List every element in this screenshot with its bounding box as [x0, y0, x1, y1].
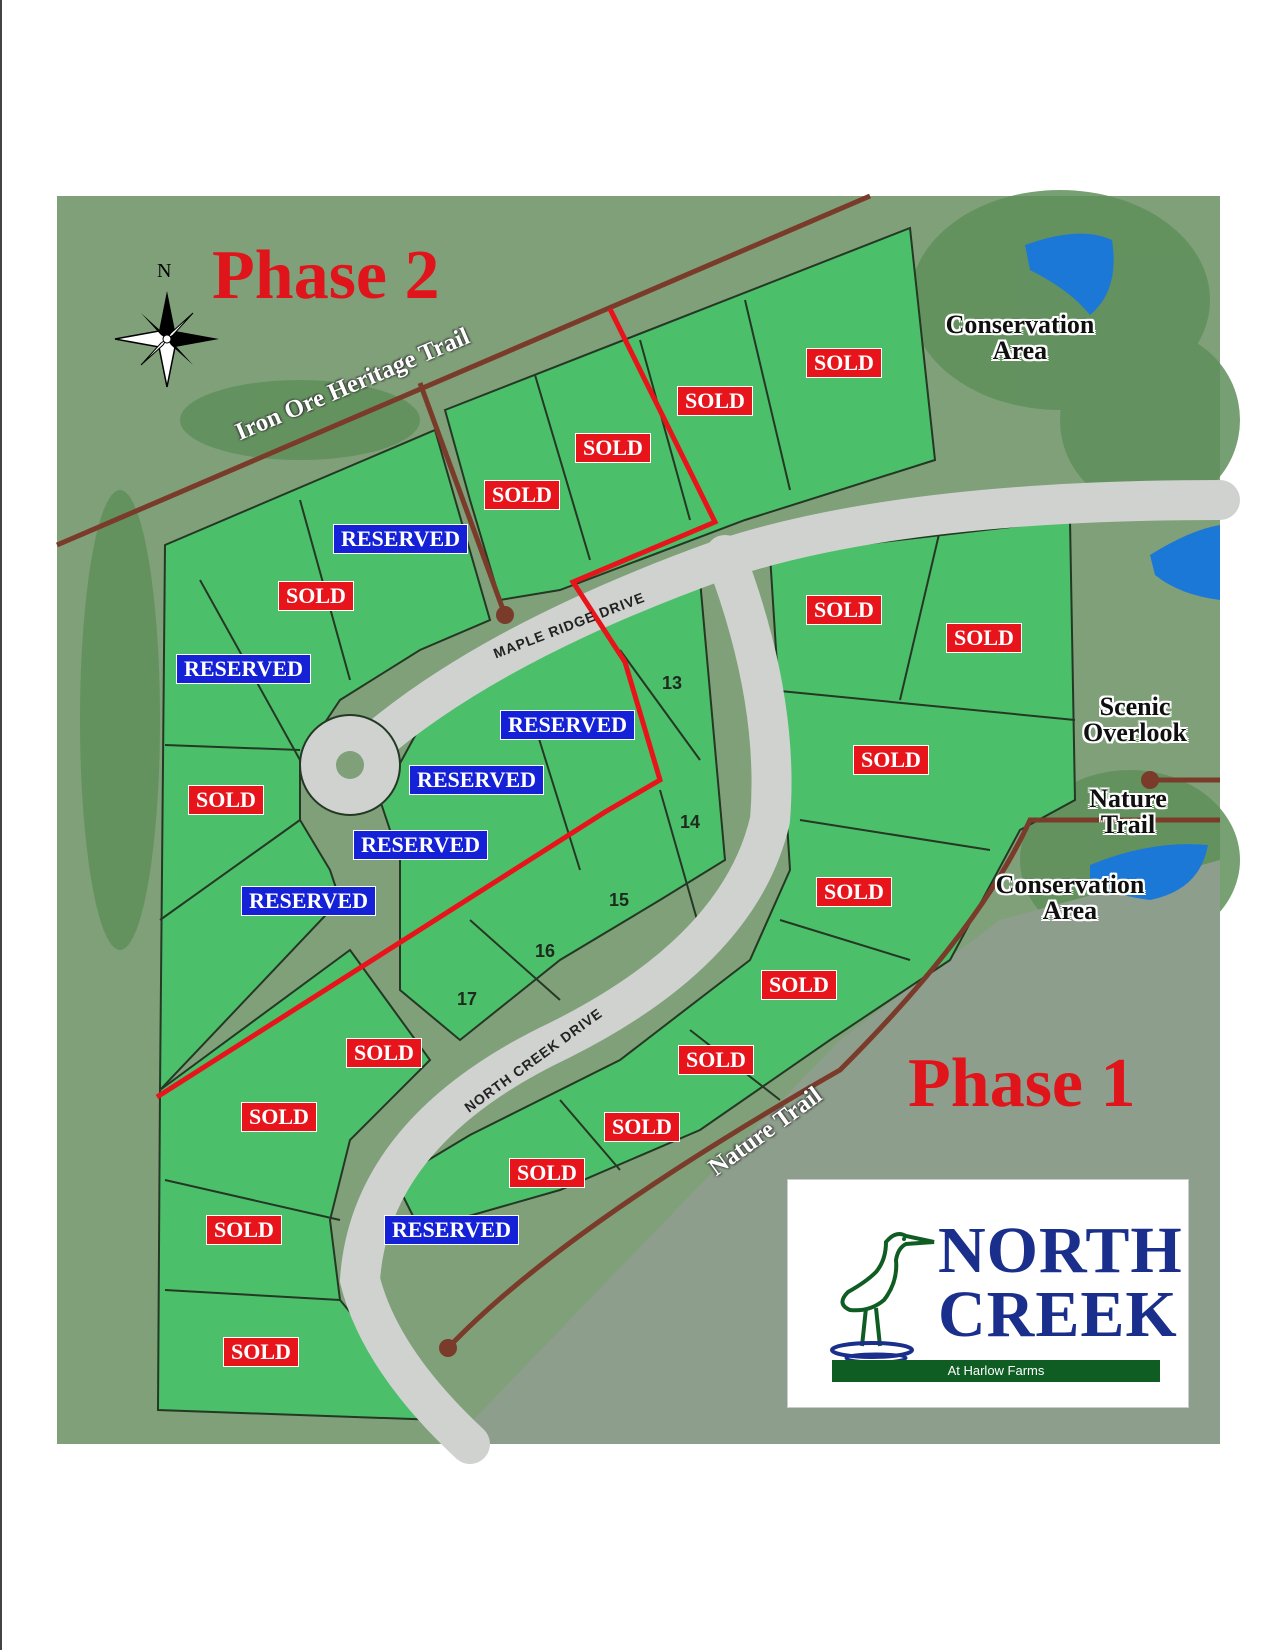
lot-status-tag: RESERVED: [241, 886, 377, 916]
scenic-overlook-label: Scenic Overlook: [1083, 692, 1187, 747]
pond: [1090, 844, 1208, 900]
phase-boundary: [155, 307, 719, 1100]
pond: [1150, 525, 1220, 600]
north-creek-logo: NORTH CREEK At Harlow Farms: [787, 1179, 1189, 1408]
compass-rose-icon: [114, 291, 219, 388]
lot-number: 16: [535, 941, 556, 961]
lot-status-tag: RESERVED: [353, 830, 489, 860]
lot-number: 15: [609, 890, 630, 910]
trail-marker: [496, 606, 514, 624]
lot-status-tag: SOLD: [761, 970, 837, 1000]
phase-2-label: Phase 2: [212, 237, 440, 314]
lot-status-tag: SOLD: [677, 386, 753, 416]
pond: [1025, 233, 1114, 315]
lot-number: 17: [457, 989, 478, 1009]
lot-status-tag: SOLD: [223, 1337, 299, 1367]
conservation-area-label-2: Conservation Area: [995, 870, 1145, 925]
lot-status-tag: SOLD: [206, 1215, 282, 1245]
logo-line-2: CREEK: [938, 1278, 1178, 1351]
lot-status-tag: SOLD: [188, 785, 264, 815]
lot-status-tag: RESERVED: [384, 1215, 520, 1245]
lot-status-tag: SOLD: [278, 581, 354, 611]
trail-marker: [439, 1339, 457, 1357]
lot-status-tag: SOLD: [806, 348, 882, 378]
lot-status-tag: RESERVED: [333, 524, 469, 554]
lot-status-tag: SOLD: [241, 1102, 317, 1132]
lot-status-tag: SOLD: [509, 1158, 585, 1188]
lot-status-tag: SOLD: [946, 623, 1022, 653]
roads: [330, 480, 1240, 1464]
logo-tagline: At Harlow Farms: [832, 1360, 1160, 1382]
lot-status-tag: RESERVED: [409, 765, 545, 795]
lot-status-tag: RESERVED: [176, 654, 312, 684]
lot-status-tag: SOLD: [604, 1112, 680, 1142]
lot-status-tag: SOLD: [678, 1045, 754, 1075]
lot-status-tag: SOLD: [575, 433, 651, 463]
lot-status-tag: SOLD: [853, 745, 929, 775]
lot-status-tag: SOLD: [346, 1038, 422, 1068]
north-label: N: [157, 260, 172, 282]
conservation-area-label: Conservation Area: [945, 310, 1095, 365]
lot-status-tag: SOLD: [816, 877, 892, 907]
logo-line-1: NORTH: [938, 1214, 1183, 1287]
lot-status-tag: SOLD: [806, 595, 882, 625]
lot-lines: [159, 299, 1076, 1301]
trail-marker: [1141, 771, 1159, 789]
trails: [56, 193, 1220, 1350]
lot-number: 13: [662, 673, 683, 693]
nature-trail-label: Nature Trail: [1089, 784, 1167, 839]
lot-status-tag: SOLD: [484, 480, 560, 510]
phase-1-label: Phase 1: [908, 1045, 1136, 1122]
heron-icon: [830, 1232, 935, 1364]
lot-status-tag: RESERVED: [500, 710, 636, 740]
lot-number: 14: [680, 812, 701, 832]
